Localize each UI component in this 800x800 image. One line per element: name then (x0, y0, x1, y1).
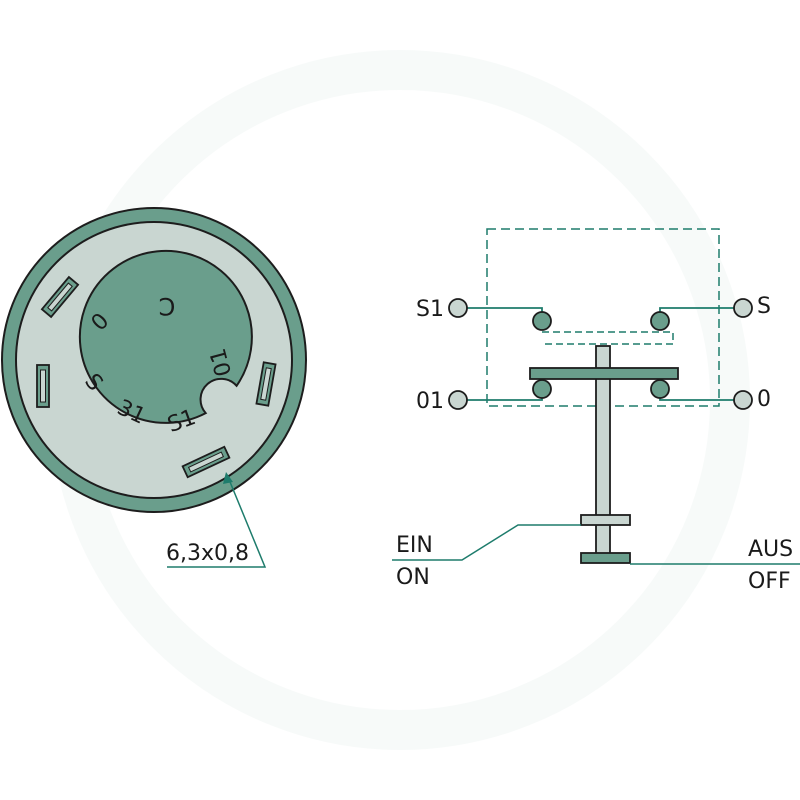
terminal-label-c: C (159, 292, 176, 320)
plunger-base (580, 552, 631, 564)
terminal-0-circle (733, 390, 753, 410)
schematic-label-01: 01 (416, 389, 444, 414)
dimension-arrowhead (223, 472, 233, 484)
schematic-label-s: S (757, 294, 771, 319)
on-leader-line (392, 524, 581, 561)
on-label-en: ON (396, 565, 430, 590)
dimension-leader-line (167, 476, 267, 568)
off-label-de: AUS (748, 537, 793, 562)
terminal-s1-circle (448, 298, 468, 318)
contact-bridge (529, 367, 679, 380)
terminal-s-circle (733, 298, 753, 318)
schematic-label-0: 0 (757, 387, 771, 412)
dimension-label: 6,3x0,8 (166, 541, 249, 566)
blade-terminal-lower (181, 445, 231, 479)
schematic-label-s1: S1 (416, 297, 444, 322)
contact-upper-right (650, 311, 670, 331)
on-label-de: EIN (396, 533, 433, 558)
contact-lower-right (650, 379, 670, 399)
contact-link-dashed (542, 331, 674, 345)
switch-schematic: S1 S 01 0 EIN ON AUS OFF (392, 228, 800, 594)
blade-terminal-right (255, 361, 277, 407)
plunger-on-collar (580, 514, 631, 526)
blade-terminal-upper-left (40, 275, 80, 319)
contact-upper-left (532, 311, 552, 331)
switch-front-view: C 0 S 31 S1 01 6,3x0,8 (1, 207, 307, 568)
off-label-en: OFF (748, 569, 791, 594)
terminal-01-circle (448, 390, 468, 410)
blade-terminal-left (36, 364, 50, 408)
contact-lower-left (532, 379, 552, 399)
center-insulator (78, 249, 253, 424)
